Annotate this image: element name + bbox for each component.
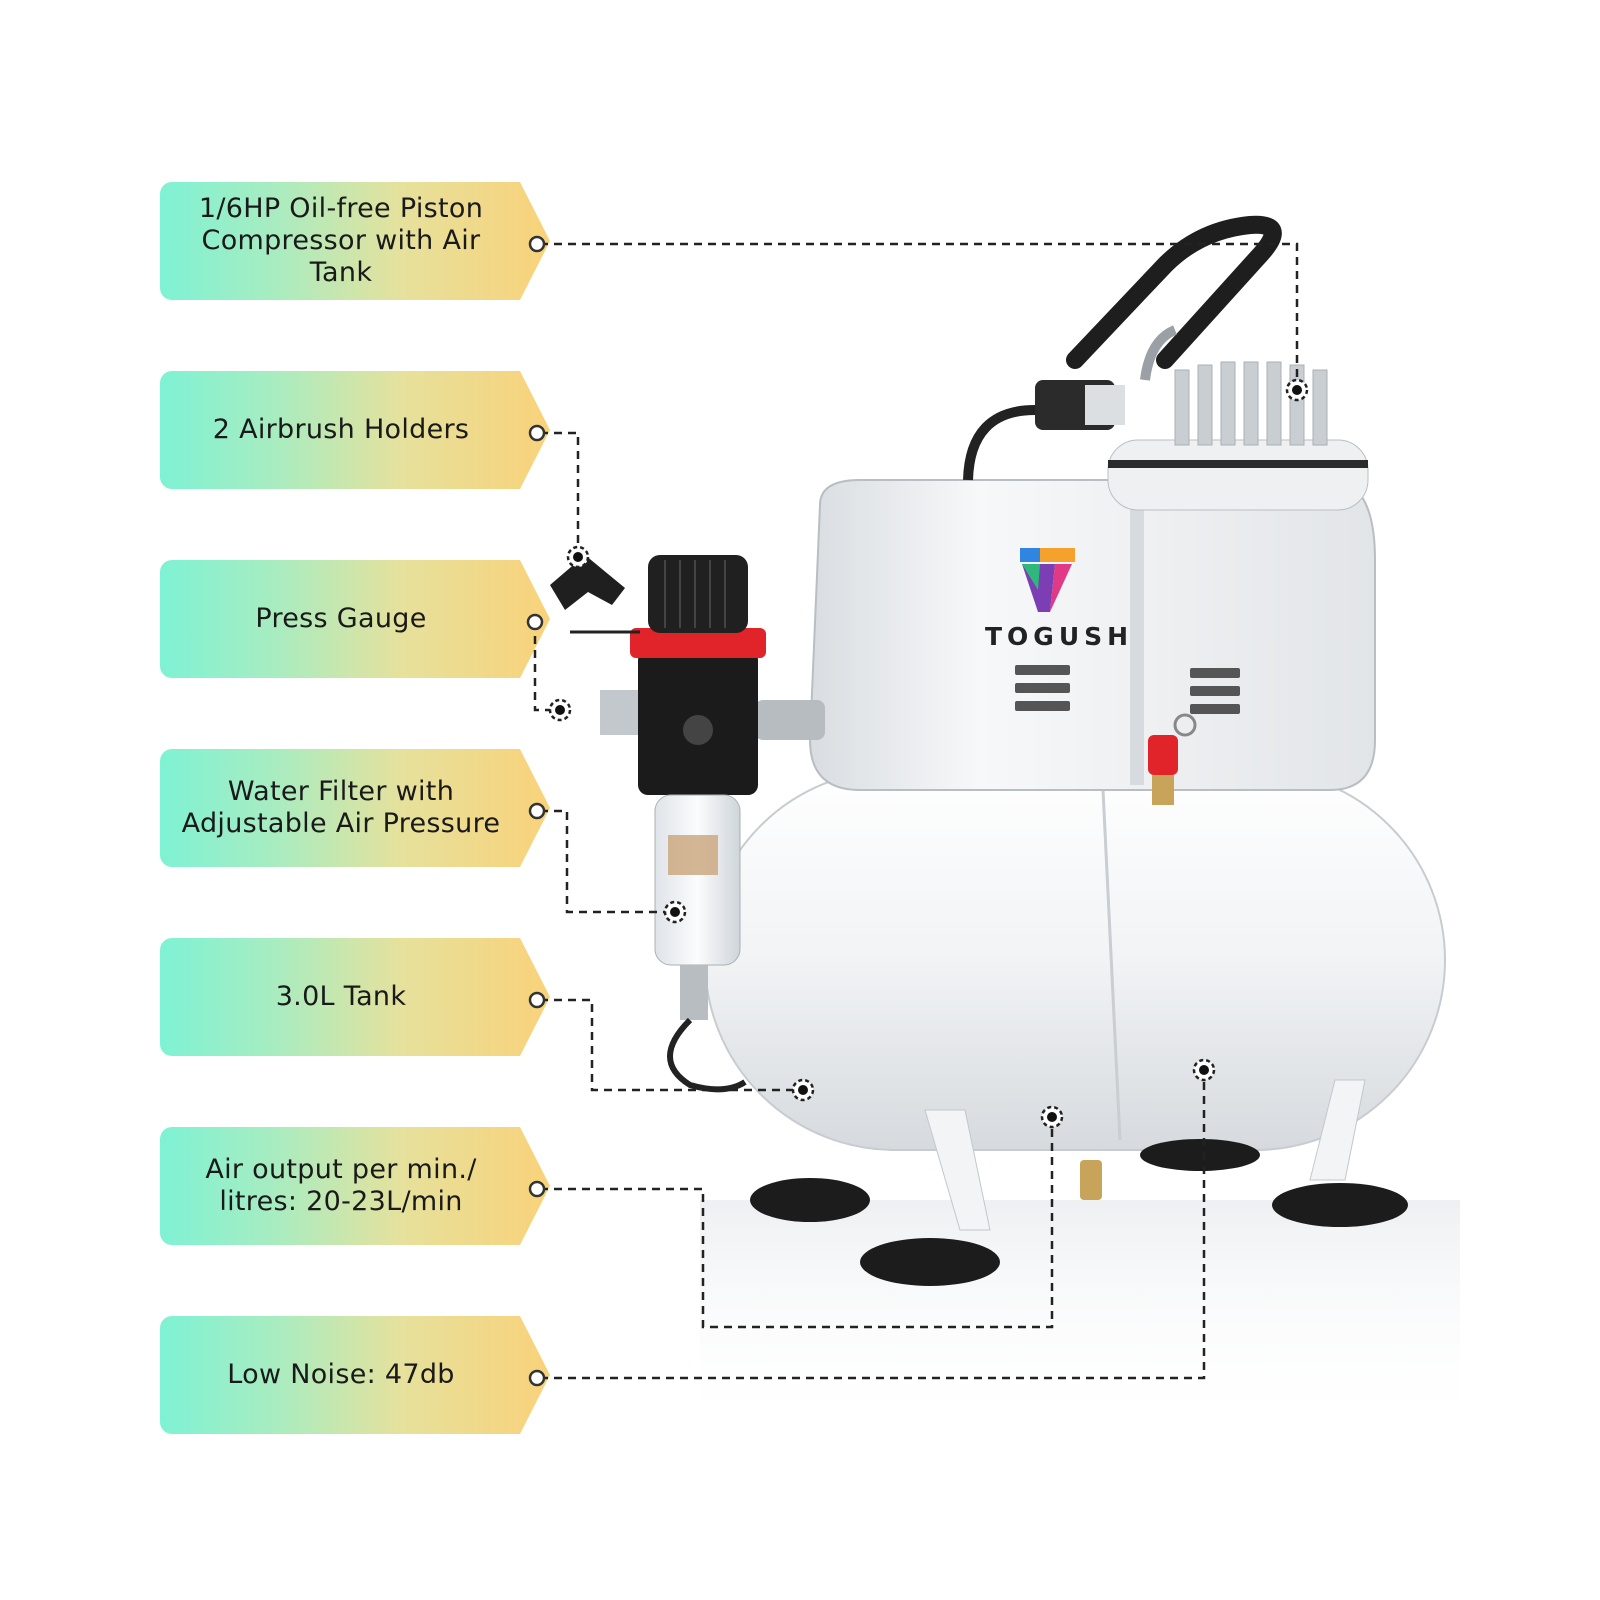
leader-line-tank: [540, 998, 803, 1092]
anchor-dot: [528, 1369, 546, 1387]
leader-line-compressor: [540, 242, 1299, 390]
safety-valve: [1148, 713, 1197, 805]
callout-label: Low Noise: 47db: [227, 1359, 455, 1390]
anchor-dot: [528, 991, 546, 1009]
leader-line-holders: [540, 431, 580, 557]
anchor-dot: [526, 613, 544, 631]
callout-label: 3.0L Tank: [275, 981, 407, 1012]
target-markers: [548, 378, 1309, 1129]
floor-reflection: [700, 1200, 1460, 1440]
air-tank: [704, 769, 1446, 1286]
brand-logo: [1020, 548, 1075, 612]
leader-line-gauge: [533, 622, 560, 712]
callout-compressor: 1/6HP Oil-free Piston Compressor with Ai…: [160, 182, 550, 300]
leader-line-output: [540, 1117, 1054, 1329]
regulator-filter: [600, 555, 825, 1093]
callout-low-noise: Low Noise: 47db: [160, 1316, 550, 1434]
anchor-dot: [528, 1180, 546, 1198]
brand-wordmark: TOGUSH: [985, 622, 1134, 651]
leader-line-filter: [540, 809, 675, 914]
callout-air-output: Air output per min./ litres: 20-23L/min: [160, 1127, 550, 1245]
callout-airbrush-holders: 2 Airbrush Holders: [160, 371, 550, 489]
carry-handle: [1066, 215, 1282, 381]
callout-label: 2 Airbrush Holders: [212, 414, 470, 445]
callout-water-filter: Water Filter with Adjustable Air Pressur…: [160, 749, 550, 867]
callout-label: Air output per min./ litres: 20-23L/min: [205, 1154, 477, 1217]
leader-line-noise: [540, 1070, 1206, 1380]
anchor-dot: [528, 235, 546, 253]
callout-label: Water Filter with Adjustable Air Pressur…: [181, 776, 501, 839]
anchor-dot: [528, 802, 546, 820]
callout-tank: 3.0L Tank: [160, 938, 550, 1056]
callout-press-gauge: Press Gauge: [160, 560, 550, 678]
anchor-dot: [528, 424, 546, 442]
callout-label: Press Gauge: [255, 603, 427, 634]
airbrush-holder: [550, 555, 640, 634]
motor-housing: [808, 479, 1376, 791]
callout-label: 1/6HP Oil-free Piston Compressor with Ai…: [198, 193, 484, 288]
